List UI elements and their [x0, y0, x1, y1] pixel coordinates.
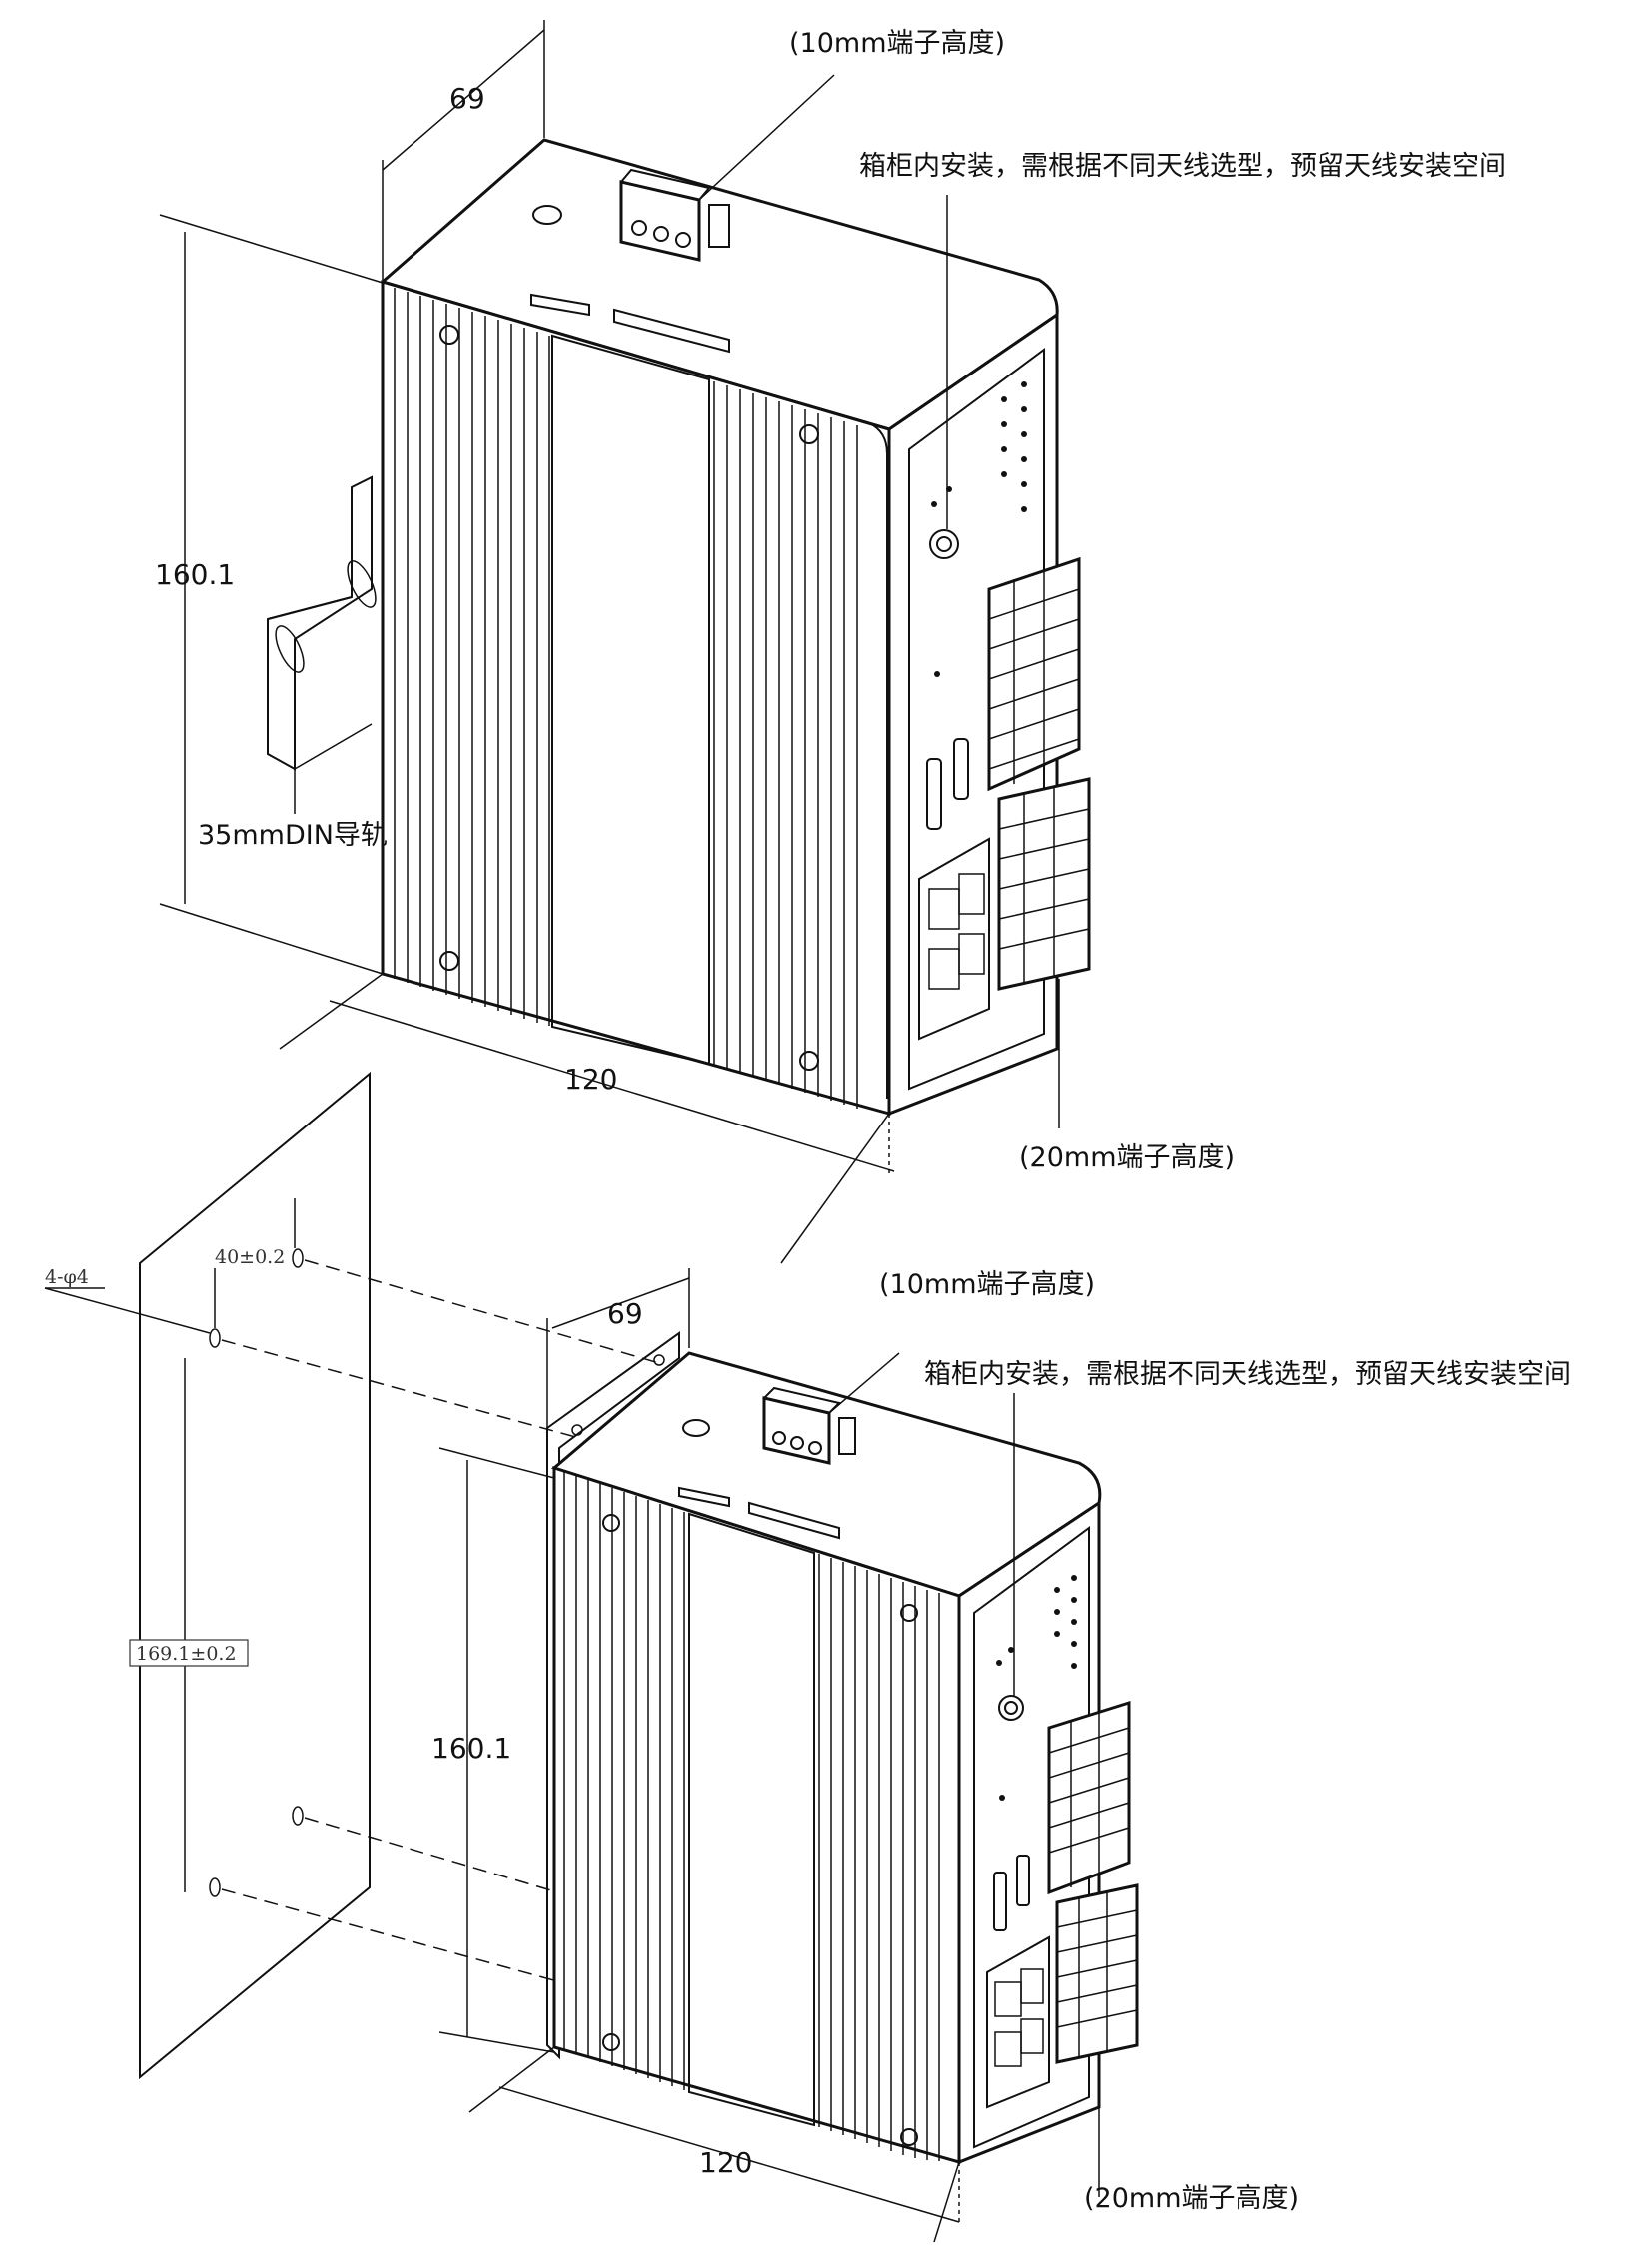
- bottom-side-terminal-block-upper: [1047, 1700, 1131, 1895]
- bottom-heat-fins-left: [563, 1472, 685, 2090]
- din-rail: [267, 475, 377, 771]
- dim-depth-top: 69: [449, 82, 485, 115]
- label-antenna-space: 箱柜内安装，需根据不同天线选型，预留天线安装空间: [859, 151, 1506, 182]
- heat-fins-right: [713, 381, 858, 1109]
- bottom-led-indicators: [996, 1575, 1077, 1669]
- bottom-antenna-connector: [998, 1695, 1024, 1721]
- side-terminal-block-upper: [987, 556, 1081, 792]
- label-terminal-side-20mm-bottom: (20mm端子高度): [1084, 2183, 1299, 2214]
- bottom-side-terminal-block-lower: [1055, 1883, 1139, 2064]
- dim-width-bottom: 120: [699, 2146, 752, 2179]
- bottom-dimension-lines: [438, 1268, 1100, 2243]
- dim-height-top: 160.1: [155, 558, 235, 591]
- label-terminal-side-20mm: (20mm端子高度): [1019, 1142, 1235, 1173]
- antenna-connector: [929, 529, 959, 559]
- top-dimension-lines: [159, 20, 1060, 1264]
- mounting-plate: [44, 1071, 660, 2080]
- dim-height-bottom: 160.1: [431, 1732, 511, 1765]
- bottom-top-terminal-block: [762, 1386, 856, 1465]
- top-device-body: [379, 138, 1091, 1117]
- label-din-rail: 35mmDIN导轨: [198, 820, 388, 851]
- bottom-rj45-ports: [986, 1935, 1050, 2109]
- bottom-heat-fins-right: [818, 1554, 940, 2161]
- label-terminal-top-10mm-bottom: (10mm端子高度): [879, 1269, 1095, 1300]
- side-terminal-block-lower: [997, 777, 1091, 991]
- heat-fins-left: [394, 288, 550, 1026]
- hole-vertical-label: 169.1±0.2: [136, 1643, 237, 1665]
- dim-depth-bottom: 69: [607, 1297, 643, 1330]
- top-device-view: 69 160.1 120 (10mm端子高度) 箱柜内安装，需根据不同天线选型，…: [155, 20, 1506, 1264]
- rj45-ports: [918, 837, 990, 1041]
- dim-width-top: 120: [564, 1063, 617, 1096]
- label-antenna-space-bottom: 箱柜内安装，需根据不同天线选型，预留天线安装空间: [924, 1359, 1571, 1390]
- hole-spec-label: 4-φ4: [45, 1266, 89, 1288]
- bottom-device-view: 69 160.1 120 (10mm端子高度) 箱柜内安装，需根据不同天线选型，…: [44, 1071, 1571, 2243]
- bottom-device-body: [550, 1351, 1139, 2165]
- label-terminal-top-10mm: (10mm端子高度): [789, 28, 1005, 59]
- hole-spacing-label: 40±0.2: [215, 1246, 285, 1268]
